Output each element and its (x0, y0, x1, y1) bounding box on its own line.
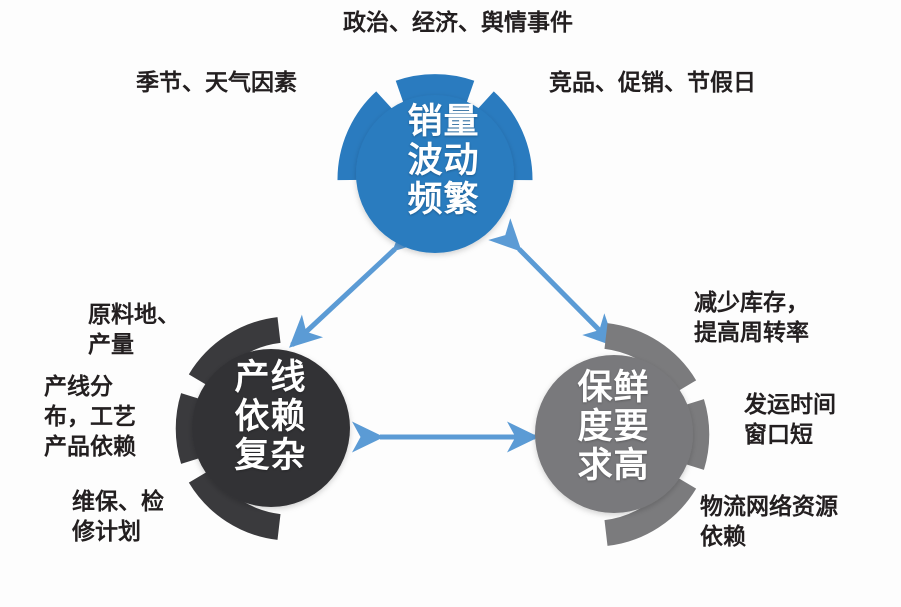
annotation-top: 政治、经济、舆情事件 (343, 9, 573, 35)
node-sales[interactable] (337, 74, 533, 253)
arc-segment-left (337, 91, 395, 181)
connector-sales-to-production (289, 218, 427, 348)
annotation-right-logistics-network: 物流网络资源 依赖 (700, 493, 838, 549)
node-production-arc-segments (175, 317, 281, 540)
node-freshness[interactable] (535, 323, 710, 546)
node-sales-arc-segments (337, 74, 533, 181)
arc-segment-right (475, 91, 533, 181)
connector-arrows (289, 218, 616, 453)
arc-segment-center (395, 74, 475, 106)
arc-segment-top (188, 317, 281, 389)
annotation-right-shipping-window: 发运时间 窗口短 (744, 391, 836, 447)
arc-segment-top (604, 323, 697, 395)
annotation-left-line-distribution: 产线分 布，工艺 产品依赖 (44, 373, 136, 459)
annotation-top-right: 竞品、促销、节假日 (549, 69, 756, 95)
annotation-left-maintenance-plan: 维保、检 修计划 (72, 488, 164, 544)
node-freshness-arc-segments (604, 323, 710, 546)
node-freshness-circle[interactable] (535, 355, 693, 513)
annotation-left-raw-material: 原料地、 产量 (88, 301, 180, 357)
connector-sales-to-freshness (488, 218, 616, 347)
arc-segment-middle (175, 393, 207, 464)
node-production-circle[interactable] (192, 349, 350, 507)
annotation-right-reduce-inventory: 减少库存， 提高周转率 (694, 289, 809, 345)
annotation-top-left: 季节、天气因素 (136, 69, 297, 95)
arc-segment-bottom (188, 468, 281, 540)
node-sales-circle[interactable] (356, 95, 514, 253)
arc-segment-middle (678, 399, 710, 470)
node-production-line[interactable] (175, 317, 350, 540)
arc-segment-bottom (604, 474, 697, 546)
